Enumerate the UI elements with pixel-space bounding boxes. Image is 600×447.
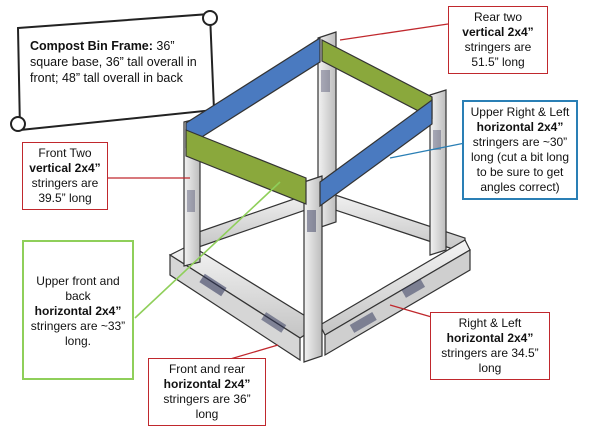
callout-pre: Front and rear [168,362,246,376]
upper-rear-board [321,39,433,119]
callout-post: stringers are ~30” long (cut a bit long … [470,135,570,194]
callout-front-vertical: Front Two vertical 2x4” stringers are 39… [22,142,108,210]
upper-front-board [185,129,307,205]
callout-front-rear-horizontal: Front and rear horizontal 2x4” stringers… [148,358,266,426]
scroll-title: Compost Bin Frame: [30,39,153,53]
callout-post: stringers are ~33” long. [30,319,126,348]
callout-rear-vertical: Rear two vertical 2x4” stringers are 51.… [448,6,548,74]
callout-post: stringers are 34.5” long [441,346,539,375]
callout-post: stringers are 39.5” long [31,176,99,205]
scroll-caption: Compost Bin Frame: 36” square base, 36” … [30,38,216,86]
callout-upper-side: Upper Right & Left horizontal 2x4” strin… [462,100,578,200]
callout-bold: horizontal 2x4” [163,377,251,391]
upper-boards [185,36,433,208]
callout-pre: Front Two [38,146,92,160]
vertical-posts [183,31,447,363]
callout-pre: Upper Right & Left [470,105,570,119]
callout-bold: horizontal 2x4” [34,304,122,318]
upper-right-board [319,98,433,208]
callout-bold: horizontal 2x4” [446,331,534,345]
callout-pre: Rear two [473,10,523,24]
callout-post: stringers are 36” long [163,392,251,421]
callout-bold: horizontal 2x4” [476,120,564,134]
callout-post: stringers are 51.5” long [464,40,532,69]
front-center-post [303,175,323,363]
callout-bold: vertical 2x4” [462,25,534,39]
callout-pre: Right & Left [458,316,522,330]
callout-pre: Upper front and back [36,274,120,303]
scroll-body: 36” square base, 36” tall overall in fro… [30,39,197,85]
callout-side-horizontal: Right & Left horizontal 2x4” stringers a… [430,312,550,380]
rear-right-post [429,89,447,256]
callout-upper-front-back: Upper front and back horizontal 2x4” str… [22,240,134,380]
callout-bold: vertical 2x4” [29,161,101,175]
